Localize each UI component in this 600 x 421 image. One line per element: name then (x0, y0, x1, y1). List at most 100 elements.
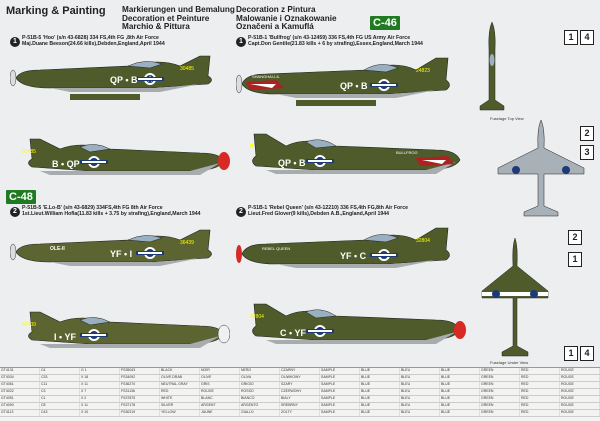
paint-cell: ROUGE (560, 382, 600, 388)
fuselage-code-7: YF • C (340, 251, 367, 261)
paint-cell: GRIS (200, 382, 240, 388)
paint-cell: GT4051 (0, 396, 40, 402)
underside-view-2 (481, 237, 549, 357)
paint-cell: SREBRNY (280, 403, 320, 409)
fuselage-code-3: YF • I (110, 249, 132, 259)
paint-cell: SAMPLE (320, 396, 360, 402)
paint-cell: BLEU (400, 410, 440, 416)
fuselage-code-6: QP • B (278, 158, 306, 168)
paint-cell: BLUE (440, 375, 480, 381)
paint-cell: BLEU (400, 403, 440, 409)
paint-cell: GREEN (480, 410, 520, 416)
fuselage-code-5: QP • B (340, 81, 368, 91)
paint-cell: SAMPLE (320, 410, 360, 416)
paint-cell: X 11 (80, 403, 120, 409)
paint-cell: BLUE (440, 396, 480, 402)
paint-cell: OLIVA (240, 375, 280, 381)
paint-cell: BLUE (440, 410, 480, 416)
paint-cell: BLUE (360, 382, 400, 388)
paint-cell: BLEU (400, 375, 440, 381)
marking-caption-3: P-51B-5 'E.Lo-B' (s/n 43-6829) 334FS,4th… (22, 205, 201, 217)
paint-cell: RED (160, 389, 200, 395)
marking-number-2: 2 (10, 207, 20, 217)
paint-cell: GREEN (480, 403, 520, 409)
paint-cell: ROUGE (560, 396, 600, 402)
paint-cell: ROSSO (240, 389, 280, 395)
paint-cell: GT4090 (0, 403, 40, 409)
paint-cell: C43 (40, 410, 80, 416)
paint-cell: BLUE (360, 375, 400, 381)
paint-cell: BLEU (400, 389, 440, 395)
paint-cell: FS30219 (120, 410, 160, 416)
nose-art-5: SHANGHAI-LIL (252, 74, 281, 79)
side-number-2: 2 (580, 126, 594, 141)
paint-cell: NERO (240, 368, 280, 374)
tail-letter-6: II (250, 144, 254, 150)
side-number-1b: 1 (568, 252, 582, 267)
aircraft-profile-1-right: B • QP 30485 (22, 138, 230, 175)
paint-cell: SAMPLE (320, 389, 360, 395)
paint-cell: C3 (40, 389, 80, 395)
marking-caption-1: P-51B-5 'Hoo' (s/n 43-6828) 334 FS,4th F… (22, 35, 165, 47)
paint-cell: ROUGE (560, 403, 600, 409)
serial-1: 30485 (180, 66, 194, 72)
fuselage-code-2: B • QP (52, 159, 80, 169)
underside-view (497, 119, 585, 217)
paint-cell: GREEN (480, 368, 520, 374)
marking-number-1: 1 (10, 37, 20, 47)
paint-cell: OLIVE (200, 375, 240, 381)
label-under-view: Fuselage Under View (490, 360, 529, 365)
paint-cell: C4 (40, 368, 80, 374)
paint-cell: GT4022 (0, 389, 40, 395)
paint-cell: RED (520, 382, 560, 388)
side-number-4: 4 (580, 30, 594, 45)
side-number-1: 1 (564, 30, 578, 45)
paint-cell: BIALY (280, 396, 320, 402)
fuselage-code-1: QP • B (110, 75, 138, 85)
paint-cell: BLUE (360, 368, 400, 374)
marking-number-2b: 2 (236, 207, 246, 217)
paint-cell: BLEU (400, 368, 440, 374)
paint-cell: ARGENT (200, 403, 240, 409)
paint-cell: YELLOW (160, 410, 200, 416)
paint-cell: ROUGE (560, 410, 600, 416)
marking-caption-2: P-51B-1 'Bullfrog' (s/n 43-12459) 336 FS… (248, 35, 423, 47)
side-number-2b: 2 (568, 230, 582, 245)
marking-caption-4: P-51B-1 'Rebel Queen' (s/n 43-12210) 336… (248, 205, 408, 217)
paint-cell: ARGENTO (240, 403, 280, 409)
aircraft-profile-3-right: BULLFROG QP • B II (250, 133, 461, 174)
paint-cell: BLEU (400, 382, 440, 388)
paint-cell: BLEU (400, 396, 440, 402)
paint-cell: BLUE (440, 368, 480, 374)
paint-cell: BLUE (440, 389, 480, 395)
paint-cell: BLUE (360, 410, 400, 416)
paint-cell: RED (520, 410, 560, 416)
badge-c48: C-48 (6, 190, 36, 204)
paint-cell: ROUGE (560, 375, 600, 381)
title-translations-1: Markierungen und Bemalung Decoration et … (122, 5, 235, 32)
paint-cell: FS31136 (120, 389, 160, 395)
paint-cell: X 18 (80, 375, 120, 381)
paint-cell: GREEN (480, 382, 520, 388)
side-number-1c: 1 (564, 346, 578, 361)
paint-cell: GREEN (480, 396, 520, 402)
paint-cell: GREEN (480, 375, 520, 381)
label-top-view: Fuselage Top View (490, 116, 524, 121)
side-number-3: 3 (580, 145, 594, 160)
aircraft-profile-3-left: SHANGHAI-LIL QP • B 24823 (236, 57, 450, 106)
paint-cell: X 7 (80, 389, 120, 395)
paint-cell: FS34092 (120, 375, 160, 381)
paint-cell: GREEN (480, 389, 520, 395)
paint-cell: BLUE (360, 396, 400, 402)
paint-cell: BLUE (440, 382, 480, 388)
paint-cell: GT4131 (0, 368, 40, 374)
paint-cell: SAMPLE (320, 368, 360, 374)
paint-cell: C11 (40, 382, 80, 388)
badge-c46: C-46 (370, 16, 400, 30)
